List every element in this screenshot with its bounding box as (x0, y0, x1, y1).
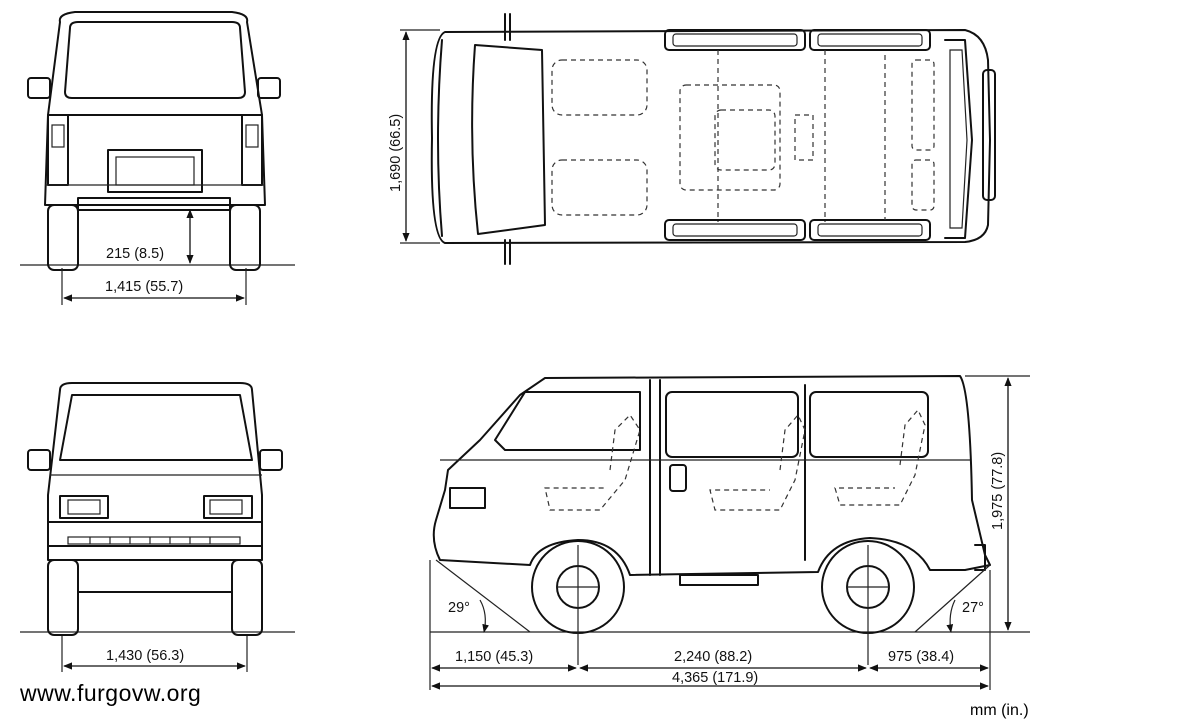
rear-view: 215 (8.5) 1,415 (55.7) (20, 11, 295, 305)
units-label: mm (in.) (970, 702, 1029, 719)
front-view: 1,430 (56.3) (20, 382, 295, 672)
overall-height-label: 1,975 (77.8) (990, 452, 1006, 530)
watermark: www.furgovw.org (20, 680, 202, 706)
ground-clearance-label: 215 (8.5) (106, 246, 164, 262)
approach-angle-label: 29° (448, 600, 470, 616)
top-view: 1,690 (66.5) (388, 13, 996, 265)
overall-width-label: 1,690 (66.5) (388, 114, 404, 192)
wheelbase-label: 2,240 (88.2) (674, 649, 752, 665)
rear-track-label: 1,415 (55.7) (105, 279, 183, 295)
departure-angle-label: 27° (962, 600, 984, 616)
side-view: 29° 27° 1,975 (77.8) 1,150 (45.3) 2,240 … (429, 375, 1030, 690)
rear-overhang-label: 975 (38.4) (888, 649, 954, 665)
overall-length-label: 4,365 (171.9) (672, 670, 758, 686)
front-track-label: 1,430 (56.3) (106, 648, 184, 664)
front-overhang-label: 1,150 (45.3) (455, 649, 533, 665)
